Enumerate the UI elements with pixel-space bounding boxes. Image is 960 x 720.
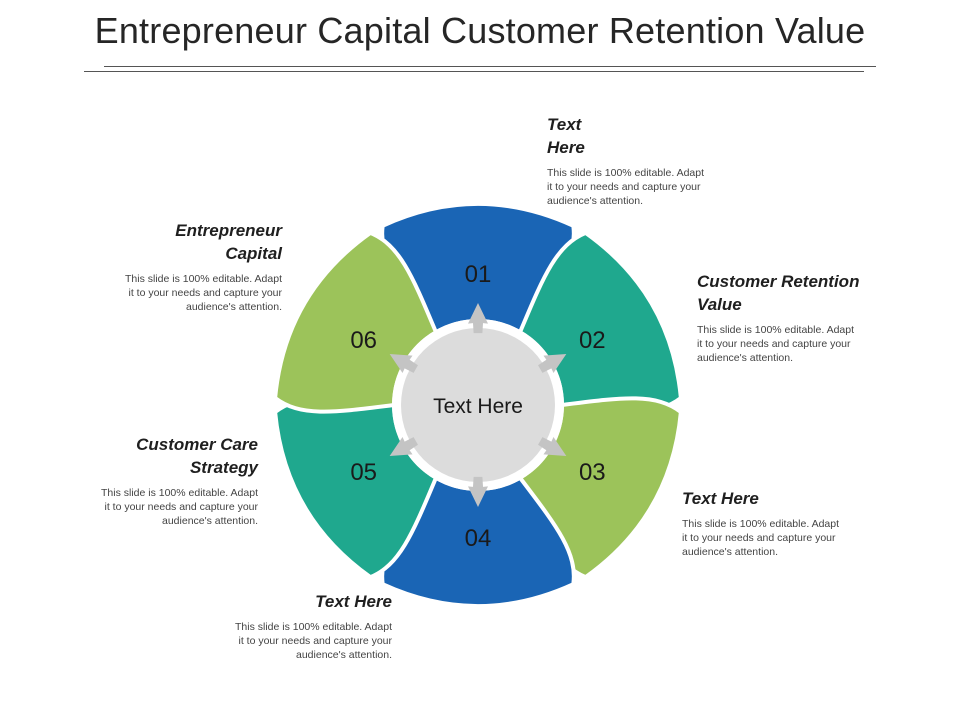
- title-divider-bottom: [84, 71, 864, 72]
- block-heading: Customer Care Strategy: [136, 435, 258, 477]
- block-description: This slide is 100% editable. Adapt it to…: [124, 273, 282, 313]
- arrow-05: [389, 437, 418, 456]
- text-block-05: Customer Care Strategy This slide is 100…: [58, 433, 258, 528]
- petal-number-03: 03: [579, 459, 606, 486]
- block-description: This slide is 100% editable. Adapt it to…: [100, 487, 258, 527]
- slide-title: Entrepreneur Capital Customer Retention …: [94, 10, 866, 51]
- petal-number-02: 02: [579, 327, 606, 354]
- petal-number-01: 01: [465, 261, 492, 288]
- petal-number-04: 04: [465, 525, 492, 552]
- center-circle: [401, 328, 555, 482]
- block-heading: Text Here: [315, 592, 392, 611]
- arrow-01: [468, 303, 488, 334]
- center-label: Text Here: [433, 395, 523, 418]
- arrow-06: [389, 354, 418, 373]
- arrow-03: [538, 437, 567, 456]
- block-heading: Entrepreneur Capital: [175, 221, 282, 263]
- text-block-04: Text Here This slide is 100% editable. A…: [192, 590, 392, 662]
- text-block-02: Customer Retention Value This slide is 1…: [697, 270, 897, 365]
- text-block-06: Entrepreneur Capital This slide is 100% …: [82, 219, 282, 314]
- block-heading: Text Here: [682, 489, 759, 508]
- title-divider-top: [104, 66, 876, 67]
- petal-number-06: 06: [350, 327, 377, 354]
- block-heading: Text Here: [547, 115, 585, 157]
- block-heading: Customer Retention Value: [697, 272, 860, 314]
- arrow-02: [538, 354, 567, 373]
- block-description: This slide is 100% editable. Adapt it to…: [234, 621, 392, 661]
- block-description: This slide is 100% editable. Adapt it to…: [697, 324, 855, 364]
- text-block-03: Text Here This slide is 100% editable. A…: [682, 487, 882, 559]
- block-description: This slide is 100% editable. Adapt it to…: [547, 167, 705, 207]
- block-description: This slide is 100% editable. Adapt it to…: [682, 518, 840, 558]
- arrow-04: [468, 476, 488, 507]
- petal-number-05: 05: [350, 459, 377, 486]
- text-block-01: Text Here This slide is 100% editable. A…: [547, 113, 747, 208]
